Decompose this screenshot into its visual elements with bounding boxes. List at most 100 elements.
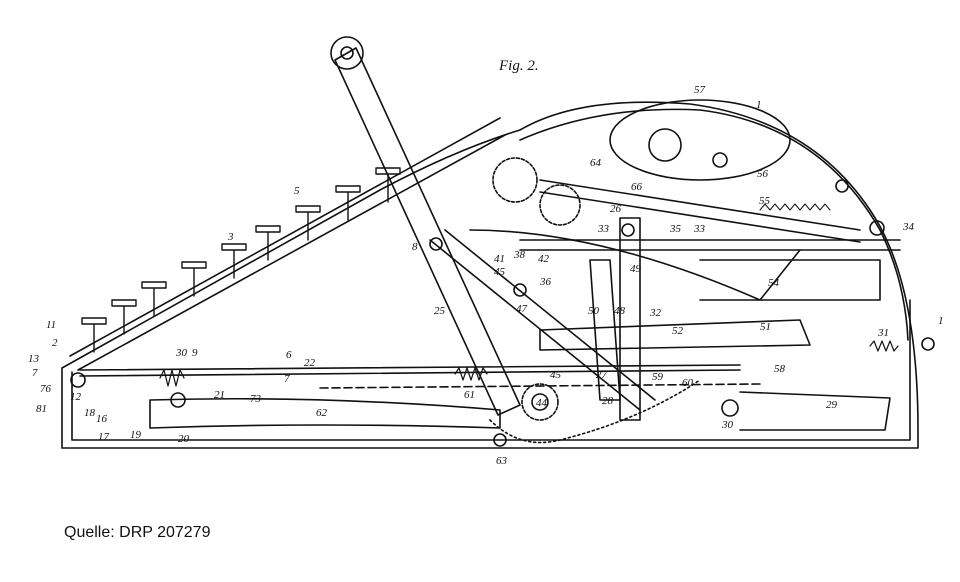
ref-label: 45 [494, 266, 506, 278]
screw [70, 372, 86, 388]
ref-label: 30 [721, 419, 734, 431]
ref-label: 59 [652, 371, 664, 383]
source-caption: Quelle: DRP 207279 [64, 524, 211, 541]
hand-lever [334, 47, 521, 416]
reference-numbers: 57 1 64 56 66 26 55 34 35 33 33 5 3 8 25… [28, 84, 944, 467]
ref-label: 19 [130, 429, 142, 441]
bar-29 [739, 391, 891, 431]
ref-label: 61 [464, 389, 475, 401]
screw [869, 220, 885, 236]
ref-label: 62 [316, 407, 328, 419]
housing-inner [71, 299, 911, 441]
slide-52 [539, 319, 811, 351]
ref-label: 49 [630, 263, 642, 275]
dotted-arc [489, 379, 701, 444]
dash-rod [319, 383, 761, 389]
ref-label: 1 [938, 315, 944, 327]
screw [621, 223, 635, 237]
ref-label: 55 [759, 195, 771, 207]
vertical-link-32 [619, 217, 641, 421]
ref-label: 1 [756, 99, 762, 111]
ref-label: 57 [694, 84, 706, 96]
ref-label: 25 [434, 305, 446, 317]
spring-61 [454, 367, 488, 381]
ref-label: 22 [304, 357, 316, 369]
ref-label: 33 [693, 223, 706, 235]
ref-label: 58 [774, 363, 786, 375]
ref-label: 33 [597, 223, 610, 235]
ref-label: 13 [28, 353, 40, 365]
mechanism-drawing [61, 36, 935, 449]
ref-label: 7 [284, 373, 290, 385]
screw [429, 237, 443, 251]
ref-label: 5 [294, 185, 300, 197]
ref-label: 52 [672, 325, 684, 337]
ref-label: 3 [227, 231, 234, 243]
ref-label: 28 [602, 395, 614, 407]
ref-label: 18 [84, 407, 96, 419]
ref-label: 38 [513, 249, 526, 261]
ref-label: 48 [614, 305, 626, 317]
screw [493, 433, 507, 447]
diag-link [429, 229, 656, 411]
upper-gear-2 [539, 184, 581, 226]
ref-label: 51 [760, 321, 771, 333]
screw [721, 399, 739, 417]
ref-label: 47 [516, 303, 528, 315]
screw [835, 179, 849, 193]
lower-gear [521, 383, 559, 421]
ref-label: 27 [596, 369, 608, 381]
ref-label: 45 [550, 369, 562, 381]
ref-label: 64 [590, 157, 602, 169]
ref-label: 7 [32, 367, 38, 379]
ref-label: 32 [649, 307, 662, 319]
ref-label: 60 [682, 377, 694, 389]
curved-lever [469, 229, 801, 301]
top-ellipse [609, 99, 791, 181]
ref-label: 34 [902, 221, 915, 233]
spring-20 [159, 369, 185, 387]
housing-outline [61, 101, 919, 449]
ref-label: 29 [826, 399, 838, 411]
ref-label: 17 [98, 431, 110, 443]
ref-label: 21 [214, 389, 225, 401]
bar-62 [149, 397, 501, 429]
upper-gear [492, 157, 538, 203]
screw [513, 283, 527, 297]
ref-label: 11 [46, 319, 56, 331]
ref-label: 8 [412, 241, 418, 253]
slide-54 [699, 259, 881, 301]
ref-label: 42 [538, 253, 550, 265]
ref-label: 44 [536, 397, 548, 409]
rack-bar [539, 179, 861, 243]
ref-label: 20 [178, 433, 190, 445]
keyboard-slope [69, 117, 506, 371]
ref-label: 76 [40, 383, 52, 395]
ref-label: 35 [669, 223, 682, 235]
ref-label: 56 [757, 168, 769, 180]
ref-label: 31 [877, 327, 889, 339]
ref-label: 41 [494, 253, 505, 265]
key-row [81, 167, 401, 353]
ref-label: 26 [610, 203, 622, 215]
ref-label: 2 [52, 337, 58, 349]
long-rod [79, 364, 741, 377]
ref-label: 30 [175, 347, 188, 359]
ref-label: 36 [539, 276, 552, 288]
ref-label: 9 [192, 347, 198, 359]
slide-bar-1 [519, 239, 901, 251]
ref-label: 66 [631, 181, 643, 193]
ref-label: 73 [250, 393, 262, 405]
spring-31 [869, 340, 899, 352]
ref-label: 63 [496, 455, 508, 467]
ref-label: 54 [768, 277, 780, 289]
rack-teeth [759, 203, 831, 211]
ref-label: 12 [70, 391, 82, 403]
ref-label: 16 [96, 413, 108, 425]
screw [170, 392, 186, 408]
ref-label: 81 [36, 403, 47, 415]
ref-label: 50 [588, 305, 600, 317]
lever-knob [330, 36, 364, 70]
figure-title: Fig. 2. [499, 58, 539, 74]
